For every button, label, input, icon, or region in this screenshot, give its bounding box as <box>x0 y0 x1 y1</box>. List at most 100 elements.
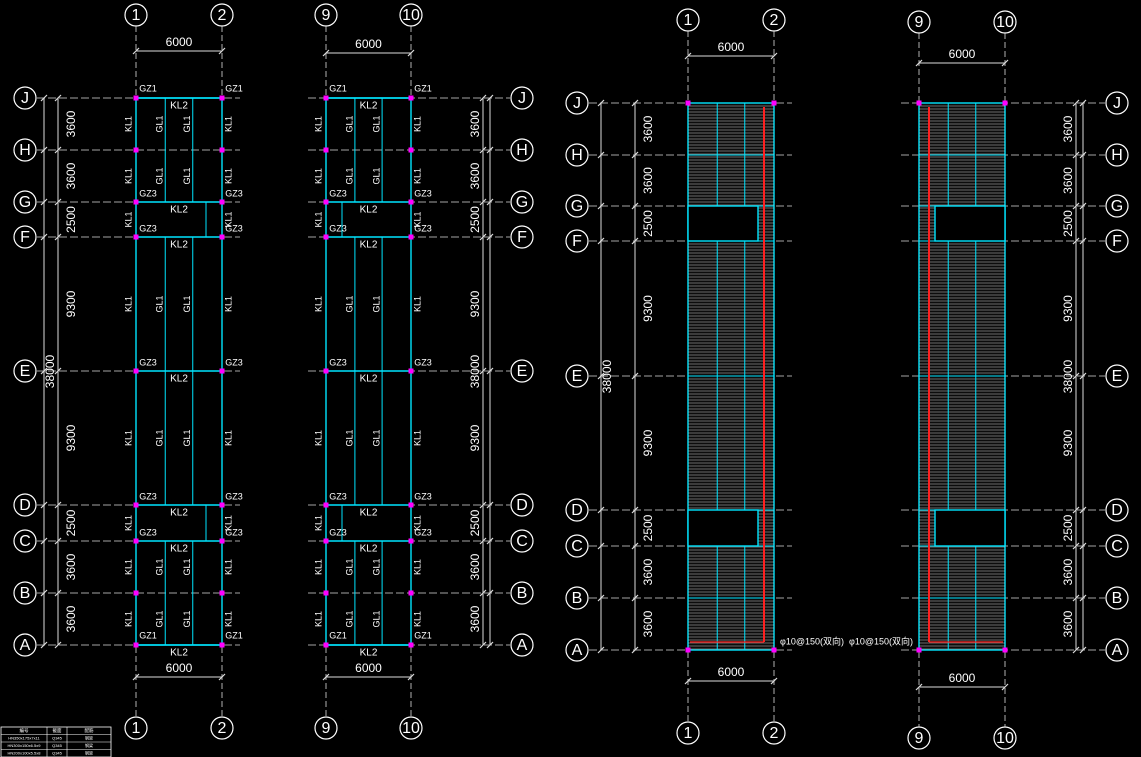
row-axis-bubble[interactable]: G <box>565 194 589 218</box>
beam-label: KL2 <box>170 374 188 385</box>
axis-bubble-label: E <box>1112 368 1123 385</box>
column-axis-bubble[interactable]: 10 <box>993 10 1017 34</box>
column-axis-bubble[interactable]: 9 <box>907 726 931 750</box>
legend-cell: 钢梁 <box>85 734 93 740</box>
column-marker <box>219 642 225 648</box>
row-axis-bubble[interactable]: G <box>13 190 37 214</box>
column-label: GZ3 <box>329 491 347 501</box>
row-axis-bubble[interactable]: F <box>13 225 37 249</box>
column-axis-bubble[interactable]: 2 <box>210 3 234 27</box>
row-axis-bubble[interactable]: F <box>510 225 534 249</box>
dimension-tick <box>54 589 62 597</box>
row-axis-bubble[interactable]: B <box>13 581 37 605</box>
total-length-label: 38000 <box>1061 359 1075 393</box>
row-axis-bubble[interactable]: D <box>565 498 589 522</box>
axis-bubble-circle <box>565 638 589 662</box>
dimension-tick <box>54 537 62 545</box>
row-axis-bubble[interactable]: J <box>1105 91 1129 115</box>
row-axis-bubble[interactable]: E <box>1105 364 1129 388</box>
secondary-beam-label: GL1 <box>155 610 165 627</box>
column-axis-bubble[interactable]: 2 <box>210 716 234 740</box>
axis-bubble-label: G <box>19 194 31 211</box>
row-axis-bubble[interactable]: D <box>13 493 37 517</box>
row-axis-bubble[interactable]: H <box>13 138 37 162</box>
row-axis-bubble[interactable]: H <box>510 138 534 162</box>
axis-bubble-circle <box>510 633 534 657</box>
row-axis-bubble[interactable]: H <box>565 143 589 167</box>
column-axis-bubble[interactable]: 1 <box>124 716 148 740</box>
dimension-tick <box>40 537 48 545</box>
row-axis-bubble[interactable]: B <box>565 586 589 610</box>
axis-bubble-label: G <box>516 194 528 211</box>
axis-bubble-label: H <box>571 147 583 164</box>
row-axis-bubble[interactable]: F <box>1105 229 1129 253</box>
dimension-tick <box>486 537 494 545</box>
row-axis-bubble[interactable]: G <box>510 190 534 214</box>
column-axis-bubble[interactable]: 1 <box>676 8 700 32</box>
legend-header: 配筋 <box>85 727 94 734</box>
row-axis-bubble[interactable]: B <box>510 581 534 605</box>
axis-bubble-label: 1 <box>684 12 693 29</box>
dimension-tick <box>479 94 487 102</box>
row-axis-bubble[interactable]: C <box>565 534 589 558</box>
column-axis-bubble[interactable]: 2 <box>762 721 786 745</box>
column-marker <box>916 100 922 106</box>
row-spacing-label: 3600 <box>1061 610 1075 637</box>
secondary-beam-label: GL1 <box>371 558 381 575</box>
width-dimension-label: 6000 <box>949 47 976 61</box>
secondary-beam-label: GL1 <box>155 295 165 312</box>
dimension-tick <box>684 677 692 685</box>
axis-bubble-label: G <box>571 198 583 215</box>
row-axis-bubble[interactable]: J <box>13 86 37 110</box>
row-axis-bubble[interactable]: D <box>1105 498 1129 522</box>
width-dimension: 6000 <box>915 671 1009 691</box>
row-axis-bubble[interactable]: C <box>510 529 534 553</box>
column-axis-bubble[interactable]: 2 <box>762 8 786 32</box>
row-axis-bubble[interactable]: E <box>565 364 589 388</box>
axis-bubble-circle <box>13 581 37 605</box>
column-axis-bubble[interactable]: 1 <box>676 721 700 745</box>
column-axis-bubble[interactable]: 1 <box>124 3 148 27</box>
dimension-tick <box>54 94 62 102</box>
beam-label: KL2 <box>170 648 188 659</box>
row-axis-bubble[interactable]: C <box>1105 534 1129 558</box>
column-axis-bubble[interactable]: 10 <box>993 726 1017 750</box>
row-axis-bubble[interactable]: B <box>1105 586 1129 610</box>
row-axis-bubble[interactable]: F <box>565 229 589 253</box>
dimension-tick <box>597 646 605 654</box>
axis-bubble-circle <box>13 190 37 214</box>
column-axis-bubble[interactable]: 9 <box>907 10 931 34</box>
width-dimension-label: 6000 <box>166 661 193 675</box>
column-label: GZ3 <box>139 527 157 537</box>
row-axis-bubble[interactable]: A <box>565 638 589 662</box>
dimension-tick <box>631 506 639 514</box>
column-marker <box>219 538 225 544</box>
row-axis-bubble[interactable]: D <box>510 493 534 517</box>
row-axis-bubble[interactable]: J <box>565 91 589 115</box>
axis-bubble-circle <box>510 138 534 162</box>
dimension-tick <box>486 146 494 154</box>
row-axis-bubble[interactable]: C <box>13 529 37 553</box>
axis-bubble-circle <box>510 225 534 249</box>
axis-bubble-label: E <box>572 368 583 385</box>
column-axis-bubble[interactable]: 10 <box>399 716 423 740</box>
row-axis-bubble[interactable]: G <box>1105 194 1129 218</box>
row-axis-bubble[interactable]: E <box>13 359 37 383</box>
row-axis-bubble[interactable]: A <box>1105 638 1129 662</box>
column-axis-bubble[interactable]: 9 <box>314 716 338 740</box>
column-axis-bubble[interactable]: 9 <box>314 3 338 27</box>
row-axis-bubble[interactable]: A <box>510 633 534 657</box>
dimension-tick <box>479 537 487 545</box>
secondary-beam-label: GL1 <box>182 167 192 184</box>
row-axis-bubble[interactable]: E <box>510 359 534 383</box>
axis-bubble-label: B <box>20 585 31 602</box>
column-axis-bubble[interactable]: 10 <box>399 3 423 27</box>
row-axis-bubble[interactable]: J <box>510 86 534 110</box>
dimension-tick <box>1001 59 1009 67</box>
row-axis-bubble[interactable]: A <box>13 633 37 657</box>
dimension-tick <box>631 372 639 380</box>
row-spacing-label: 9300 <box>641 429 655 456</box>
rebar-label: φ10@150(双向) <box>780 635 844 646</box>
row-axis-bubble[interactable]: H <box>1105 143 1129 167</box>
